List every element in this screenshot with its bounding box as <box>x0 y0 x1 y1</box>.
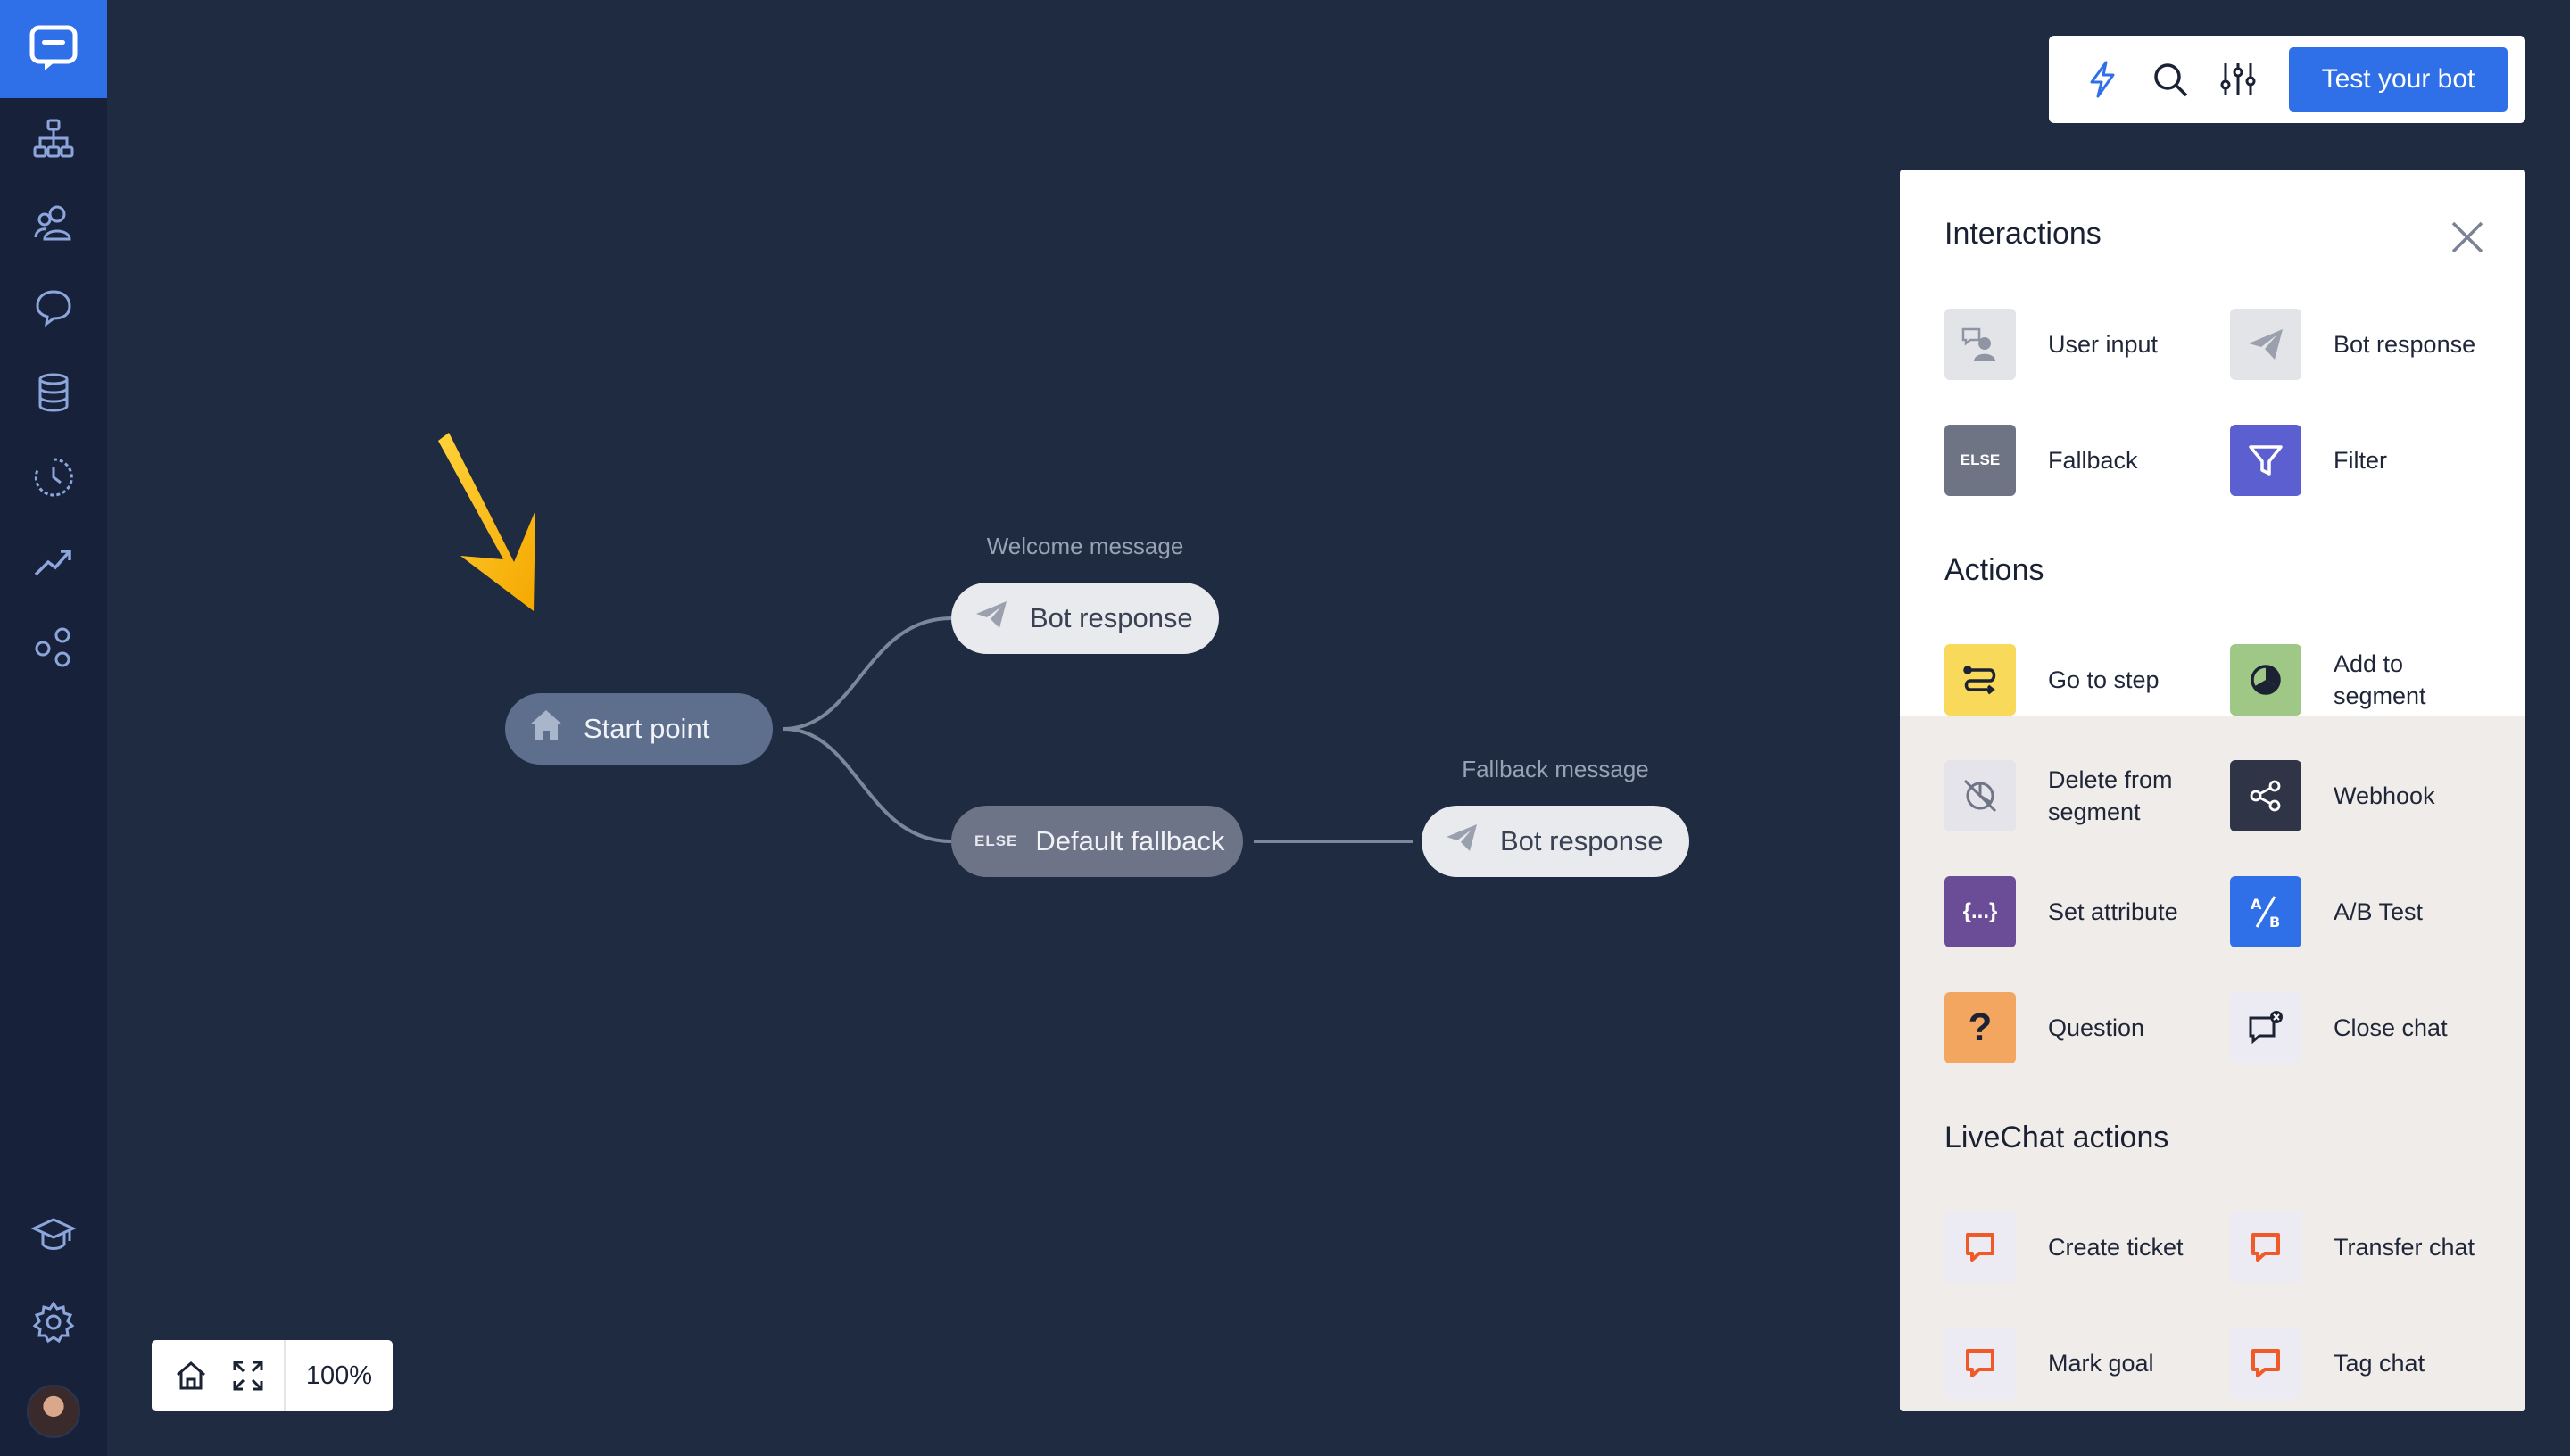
panel-lower-section <box>1900 716 2525 1411</box>
else-icon: ELSE <box>1944 425 2016 496</box>
livechat-icon <box>1944 1328 2016 1399</box>
default-fallback-label: Default fallback <box>1035 825 1225 856</box>
svg-text:B: B <box>2269 914 2280 931</box>
panel-item-tag-chat[interactable]: Tag chat <box>2230 1328 2507 1399</box>
settings-icon[interactable] <box>27 1295 80 1349</box>
responses-icon[interactable] <box>27 281 80 335</box>
home-icon <box>528 708 564 749</box>
panel-item-label: Webhook <box>2334 782 2435 809</box>
zoom-level[interactable]: 100% <box>305 1361 373 1390</box>
user-input-icon <box>1944 309 2016 380</box>
actions-heading: Actions <box>1944 553 2044 587</box>
panel-item-label: Bot response <box>2334 331 2476 358</box>
panel-item-label: Create ticket <box>2048 1234 2184 1261</box>
welcome-bot-response-node[interactable]: Bot response <box>951 583 1219 654</box>
panel-item-question[interactable]: ? Question <box>1944 992 2221 1063</box>
panel-item-add-to-segment[interactable]: Add to segment <box>2230 644 2507 716</box>
fit-screen-icon[interactable] <box>228 1356 268 1395</box>
zoom-divider <box>284 1340 286 1411</box>
stories-icon[interactable] <box>27 112 80 165</box>
fallback-bot-response-label: Bot response <box>1500 825 1663 856</box>
zoom-controls: 100% <box>152 1340 393 1411</box>
panel-item-label: Tag chat <box>2334 1350 2425 1377</box>
panel-item-label: Mark goal <box>2048 1350 2154 1377</box>
panel-item-create-ticket[interactable]: Create ticket <box>1944 1212 2221 1283</box>
panel-item-label: Fallback <box>2048 447 2138 474</box>
segment-delete-icon <box>1944 760 2016 831</box>
livechat-icon <box>2230 1328 2301 1399</box>
fallback-message-caption: Fallback message <box>1462 756 1649 782</box>
segment-add-icon <box>2230 644 2301 716</box>
panel-item-user-input[interactable]: User input <box>1944 309 2221 380</box>
filter-icon <box>2230 425 2301 496</box>
panel-item-label: Go to step <box>2048 666 2160 693</box>
panel-item-label: Add to segment <box>2334 650 2426 709</box>
interactions-heading: Interactions <box>1944 217 2102 251</box>
chatbot-logo-icon[interactable] <box>0 0 107 98</box>
search-icon[interactable] <box>2148 57 2193 102</box>
webhook-icon <box>2230 760 2301 831</box>
pointer-arrow-icon <box>438 433 535 611</box>
welcome-message-caption: Welcome message <box>986 533 1184 559</box>
panel-item-label: Delete from segment <box>2048 766 2173 825</box>
avatar[interactable] <box>27 1385 80 1438</box>
home-view-icon[interactable] <box>171 1356 211 1395</box>
panel-item-label: Transfer chat <box>2334 1234 2475 1261</box>
lightning-icon[interactable] <box>2080 57 2125 102</box>
panel-item-label: Question <box>2048 1014 2145 1041</box>
start-point-node[interactable]: Start point <box>505 693 773 765</box>
sliders-icon[interactable] <box>2216 57 2260 102</box>
left-sidebar <box>0 0 107 1456</box>
integrations-icon[interactable] <box>27 620 80 674</box>
top-toolbar: Test your bot <box>2049 36 2525 123</box>
livechat-icon <box>2230 1212 2301 1283</box>
history-icon[interactable] <box>27 451 80 504</box>
panel-item-transfer-chat[interactable]: Transfer chat <box>2230 1212 2507 1283</box>
else-icon: ELSE <box>974 832 1018 849</box>
panel-item-go-to-step[interactable]: Go to step <box>1944 644 2221 716</box>
fallback-bot-response-node[interactable]: Bot response <box>1422 806 1689 877</box>
panel-item-label: Filter <box>2334 447 2387 474</box>
paper-plane-icon <box>974 600 1008 637</box>
close-chat-icon <box>2230 992 2301 1063</box>
panel-item-label: Set attribute <box>2048 898 2178 925</box>
database-icon[interactable] <box>27 366 80 419</box>
academy-icon[interactable] <box>27 1209 80 1262</box>
welcome-bot-response-label: Bot response <box>1030 602 1193 633</box>
attribute-icon: {...} <box>1944 876 2016 947</box>
panel-item-label: Close chat <box>2334 1014 2448 1041</box>
livechat-actions-heading: LiveChat actions <box>1944 1121 2169 1154</box>
panel-item-label: User input <box>2048 331 2159 358</box>
panel-item-set-attribute[interactable]: {...} Set attribute <box>1944 876 2221 947</box>
panel-item-bot-response[interactable]: Bot response <box>2230 309 2507 380</box>
paper-plane-icon <box>2230 309 2301 380</box>
paper-plane-icon <box>1445 823 1479 860</box>
interactions-panel: Interactions User input Bot response ELS… <box>1900 170 2525 1411</box>
panel-item-mark-goal[interactable]: Mark goal <box>1944 1328 2221 1399</box>
livechat-icon <box>1944 1212 2016 1283</box>
panel-item-label: A/B Test <box>2334 898 2424 925</box>
go-to-step-icon <box>1944 644 2016 716</box>
audience-icon[interactable] <box>27 196 80 250</box>
default-fallback-node[interactable]: ELSE Default fallback <box>951 806 1243 877</box>
close-icon[interactable] <box>2446 216 2489 259</box>
reports-icon[interactable] <box>27 535 80 589</box>
test-your-bot-button[interactable]: Test your bot <box>2289 47 2508 112</box>
svg-text:A: A <box>2251 896 2262 913</box>
panel-item-webhook[interactable]: Webhook <box>2230 760 2507 831</box>
panel-item-close-chat[interactable]: Close chat <box>2230 992 2507 1063</box>
panel-item-delete-from-segment[interactable]: Delete from segment <box>1944 760 2221 831</box>
panel-item-fallback[interactable]: ELSE Fallback <box>1944 425 2221 496</box>
panel-item-filter[interactable]: Filter <box>2230 425 2507 496</box>
question-icon: ? <box>1944 992 2016 1063</box>
start-point-label: Start point <box>584 713 710 744</box>
